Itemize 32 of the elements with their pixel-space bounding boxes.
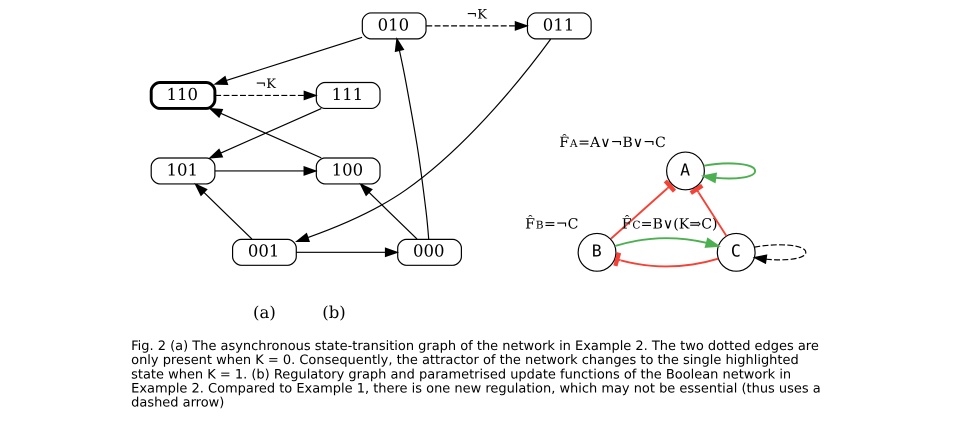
arrow xyxy=(194,182,252,240)
arrow xyxy=(214,166,318,176)
connector xyxy=(610,180,676,240)
edge-label: ¬K xyxy=(466,8,487,23)
arrow xyxy=(752,244,806,264)
label: (b) xyxy=(322,303,346,322)
connector xyxy=(689,184,727,236)
arrow xyxy=(214,90,318,100)
arrow xyxy=(294,38,551,242)
node-box: 110 xyxy=(149,81,216,110)
arrow xyxy=(700,162,756,184)
node-box: 001 xyxy=(232,238,296,266)
node-circle: C xyxy=(716,232,756,272)
node-label: F̂A=A∨¬B∨¬C xyxy=(558,134,666,151)
node-box: 010 xyxy=(361,12,426,40)
label: (a) xyxy=(252,303,276,322)
node-box: 000 xyxy=(396,238,462,266)
arrow xyxy=(296,247,399,258)
arrow xyxy=(426,20,528,31)
edge-label: ¬K xyxy=(254,77,276,92)
node-box: 100 xyxy=(315,157,380,185)
caption: Fig. 2 (a) The asynchronous state-transition graph of the network in Example 2. The two dotted edges are only present when K = 0. Consequently, the attractor of the network changes to the single highlighted state when K = 1. (b) Regulatory graph and parametrised update functions of the Boolean network in Example 2. Compared to Example 1, there is one new regulation, which may not be essential (thus uses a dashed arrow) xyxy=(130,338,820,411)
node-label: F̂B=¬C xyxy=(524,216,578,232)
node-box: 011 xyxy=(526,12,592,40)
node-box: 111 xyxy=(315,82,380,110)
arrow xyxy=(614,237,720,248)
node-box: 101 xyxy=(150,157,215,185)
arrow xyxy=(394,37,429,240)
node-circle: B xyxy=(577,232,616,272)
connector xyxy=(612,252,718,268)
arrow xyxy=(212,36,362,86)
arrow xyxy=(358,182,417,240)
